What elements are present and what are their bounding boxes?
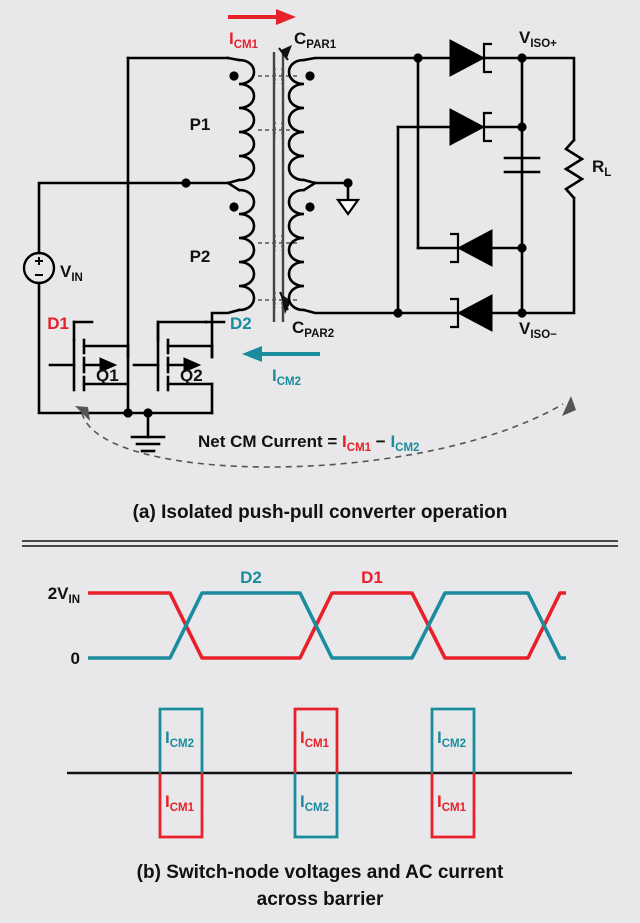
resistor-rl [563,138,585,200]
wire-to-load-top [520,56,576,142]
current-pulse-group-3: ICM2 ICM1 [430,707,476,839]
pulse-label-above-1: ICM2 [165,728,194,750]
pulse-box-below-3 [430,773,476,839]
label-p2: P2 [190,247,211,266]
mosfet-q1 [48,338,130,415]
current-pulse-group-1: ICM2 ICM1 [158,707,204,839]
pulse-label-above-2: ICM1 [300,728,330,750]
caption-panel-a: (a) Isolated push-pull converter operati… [133,502,508,523]
label-net-cm-current: Net CM Current = ICM1 − ICM2 [198,432,419,454]
pulse-label-above-3: ICM2 [437,728,466,750]
wire-s1-top-to-rect [302,56,420,62]
pulse-box-below-2 [293,773,339,839]
coil-s1 [287,58,306,182]
icm1-arrow [228,9,296,25]
chassis-ground-symbol [335,198,361,216]
junction-dot-centertap [181,178,191,188]
wire-q2-gate-link [156,320,208,342]
label-y-axis-low: 0 [71,649,80,668]
diode-d2-rect [396,108,524,146]
pulse-box-below-1 [158,773,204,839]
wire-p2-coil-top [226,181,241,192]
polarity-dot-s2 [305,202,315,212]
label-q1: Q1 [96,366,119,385]
polarity-dot-p2 [229,202,239,212]
net-cm-current-arc [75,396,576,468]
caption-panel-b-line2: across barrier [257,889,384,910]
cpar1-pointer-arrow [278,45,292,61]
junction-dot-rect-c [517,243,527,253]
waveform-trace-d2 [88,591,566,660]
label-trace-d2: D2 [240,568,262,587]
wire-vin-to-ground-rail [37,281,130,415]
label-cpar1: CPAR1 [294,29,337,51]
panel-b-waveforms: 2VIN 0 D2 D1 ICM2 ICM1 ICM1 ICM2 ICM2 IC… [48,568,572,910]
wire-s2-top-to-tap [302,181,317,192]
pulse-box-above-2 [293,707,339,773]
wire-to-load-bottom [520,196,576,315]
wire-p1-coil-top [226,56,241,62]
diode-d4-rect [396,294,524,332]
pulse-label-below-1: ICM1 [165,792,195,814]
label-d1-drive: D1 [47,314,69,333]
current-pulse-group-2: ICM1 ICM2 [293,707,339,839]
diode-d1-rect [416,39,524,77]
polarity-dot-p1 [229,71,239,81]
mosfet-q2 [132,338,214,415]
junction-dot-rect-b [517,122,527,132]
diode-d3-rect [416,229,524,267]
label-viso-plus: VISO+ [519,28,557,50]
label-icm1: ICM1 [229,29,259,51]
panel-a-circuit: P1 P2 [22,9,611,523]
wire-vin-to-centertap [37,181,188,255]
icm2-arrow [242,346,320,362]
wire-p2-coil-bottom-to-q2 [210,308,241,359]
label-vin: VIN [60,262,83,284]
wire-s2-bottom-to-rect [302,308,400,315]
label-p1: P1 [190,115,211,134]
label-y-axis-high: 2VIN [48,584,80,606]
label-trace-d1: D1 [361,568,383,587]
label-rl: RL [592,157,611,179]
label-cpar2: CPAR2 [292,318,334,340]
output-capacitor [503,156,541,174]
pulse-box-above-1 [158,707,204,773]
label-viso-minus: VISO− [519,319,557,341]
label-q2: Q2 [180,366,203,385]
label-d2-drive: D2 [230,314,252,333]
coil-p1 [237,58,256,182]
cpar2-pointer-arrow [279,291,291,314]
pulse-label-below-3: ICM1 [437,792,467,814]
pulse-box-above-3 [430,707,476,773]
junction-dot-q1-source [123,408,133,418]
coil-s2 [287,188,306,312]
caption-panel-b-line1: (b) Switch-node voltages and AC current [137,862,504,883]
coil-p2 [237,188,256,312]
pulse-label-below-2: ICM2 [300,792,329,814]
ground-symbol [130,411,166,453]
label-icm2: ICM2 [272,366,301,388]
polarity-dot-s1 [305,71,315,81]
